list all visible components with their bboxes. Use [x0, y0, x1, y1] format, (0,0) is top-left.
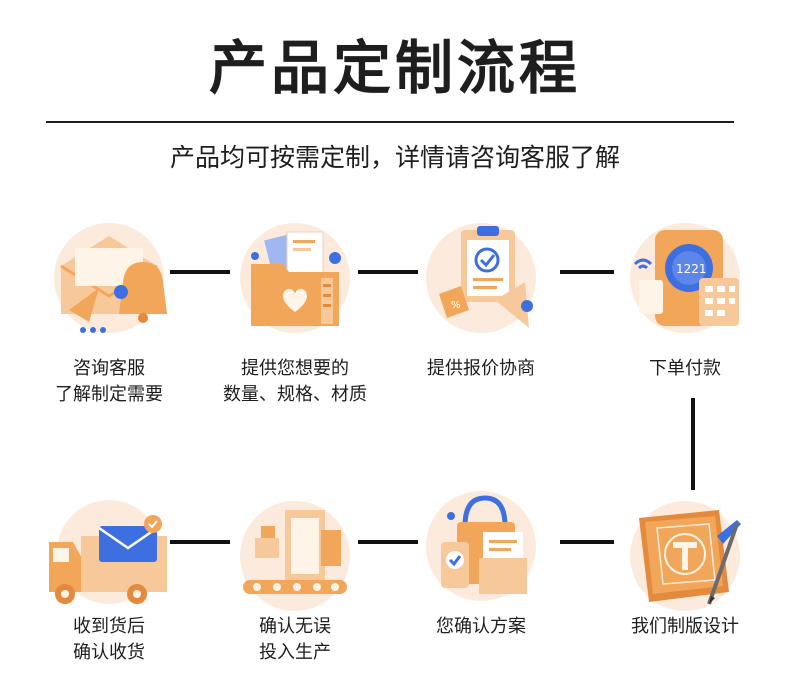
connector-line	[170, 270, 230, 274]
connector-line	[358, 270, 418, 274]
shopping-bag-confirm-icon	[426, 491, 536, 601]
step-label: 下单付款	[600, 356, 770, 382]
step-label: 咨询客服 了解制定需要	[24, 356, 194, 408]
step-label: 我们制版设计	[600, 614, 770, 640]
clipboard-quote-icon: %	[426, 223, 536, 333]
connector-line	[170, 540, 230, 544]
step-label-line: 提供报价协商	[427, 358, 535, 379]
svg-text:%: %	[451, 300, 461, 311]
envelope-bell-icon	[54, 223, 167, 333]
step-label-line: 数量、规格、材质	[223, 384, 367, 405]
step-label-line: 投入生产	[259, 642, 331, 663]
step-label: 您确认方案	[396, 614, 566, 640]
page-subtitle: 产品均可按需定制，详情请咨询客服了解	[169, 143, 620, 172]
step-label: 提供报价协商	[396, 356, 566, 382]
step-label: 收到货后 确认收货	[24, 614, 194, 666]
step-label-line: 提供您想要的	[241, 358, 349, 379]
blueprint-design-icon	[630, 501, 741, 611]
folder-files-icon	[240, 223, 350, 333]
step-label: 提供您想要的 数量、规格、材质	[210, 356, 380, 408]
delivery-truck-icon	[49, 500, 167, 604]
production-line-icon	[240, 501, 350, 611]
connector-line	[358, 540, 418, 544]
connector-line	[560, 540, 614, 544]
step-label-line: 下单付款	[649, 358, 721, 379]
title-divider	[46, 121, 734, 123]
step-label-line: 收到货后	[73, 616, 145, 637]
payment-terminal-icon: 1221	[630, 223, 740, 333]
page-title: 产品定制流程	[208, 34, 581, 102]
connector-line	[560, 270, 614, 274]
connector-line	[691, 398, 695, 490]
step-label-line: 我们制版设计	[631, 616, 739, 637]
step-label-line: 了解制定需要	[55, 384, 163, 405]
step-label-line: 您确认方案	[436, 616, 526, 637]
step-label-line: 咨询客服	[73, 358, 145, 379]
step-label-line: 确认收货	[73, 642, 145, 663]
step-label: 确认无误 投入生产	[210, 614, 380, 666]
svg-text:1221: 1221	[676, 262, 707, 276]
step-label-line: 确认无误	[259, 616, 331, 637]
